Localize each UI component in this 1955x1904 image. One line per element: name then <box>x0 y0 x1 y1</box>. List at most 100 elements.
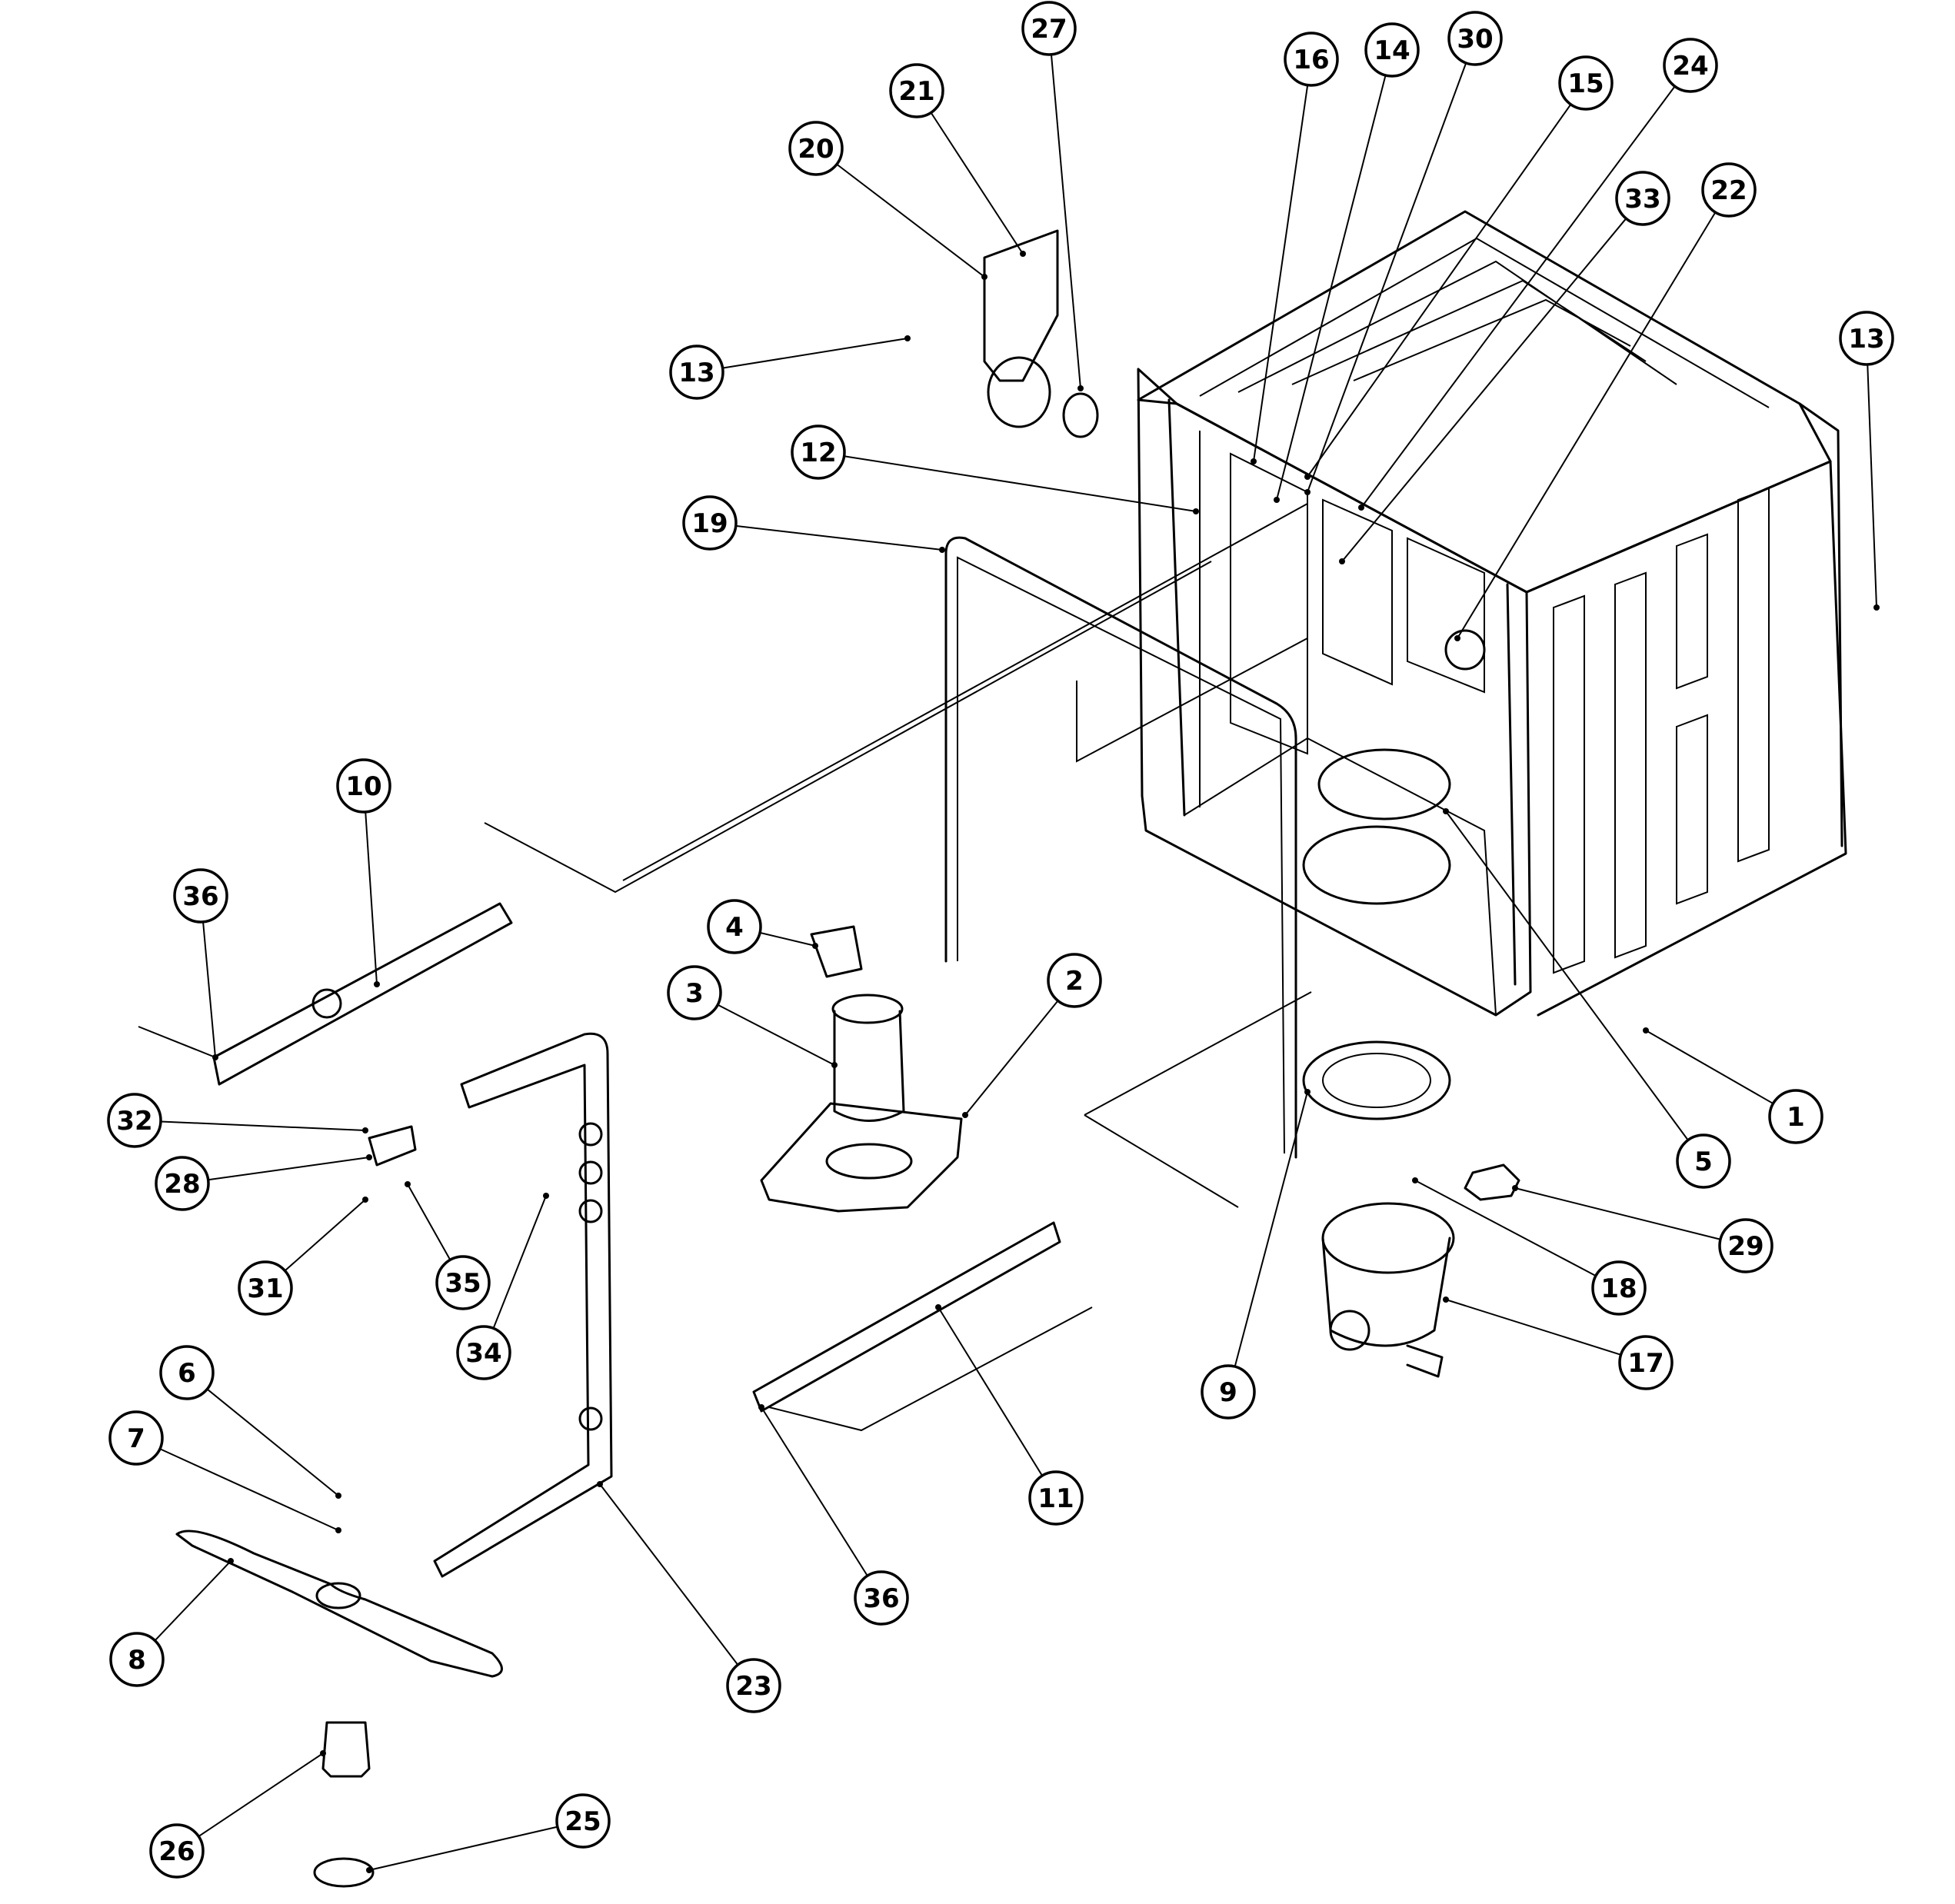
leader-line <box>1307 62 1467 493</box>
callout: 11 <box>1028 1470 1084 1526</box>
callout-number: 36 <box>182 881 218 912</box>
callout: 33 <box>1615 171 1670 226</box>
callout-number: 20 <box>798 134 834 165</box>
callout-circle <box>435 1255 491 1310</box>
leader-line <box>735 524 943 551</box>
leader-line <box>1445 1299 1621 1356</box>
callout: 24 <box>1663 38 1718 93</box>
leader-dot <box>1412 1177 1418 1183</box>
callout-number: 25 <box>565 1806 601 1837</box>
leader-line <box>492 1195 547 1329</box>
leader-line <box>1645 1030 1774 1104</box>
callout: 2 <box>1047 953 1102 1008</box>
leader-dot <box>935 1304 941 1310</box>
callout-circle <box>108 1410 164 1466</box>
callout-number: 15 <box>1567 68 1604 99</box>
leader-line <box>717 1004 835 1066</box>
leader-line <box>202 921 216 1058</box>
filter-assembly <box>760 925 963 1213</box>
callout: 30 <box>1447 11 1503 66</box>
callout-number: 17 <box>1627 1348 1664 1379</box>
callout-circle <box>1201 1364 1256 1420</box>
leader-dot <box>212 1054 218 1060</box>
callout: 10 <box>336 758 391 814</box>
callout-number: 13 <box>678 358 714 388</box>
callout: 6 <box>159 1345 215 1400</box>
callout-circle <box>682 495 738 551</box>
leader-dot <box>904 335 911 341</box>
callout-number: 14 <box>1374 35 1410 66</box>
leader-line <box>930 112 1024 255</box>
callout: 14 <box>1364 22 1420 78</box>
leader-line <box>1234 1091 1308 1367</box>
callout-circle <box>1676 1133 1731 1189</box>
callout-circle <box>336 758 391 814</box>
callout: 5 <box>1676 1133 1731 1189</box>
callout-number: 33 <box>1624 184 1660 215</box>
upper-spray-bar <box>212 902 513 1086</box>
callout-number: 32 <box>116 1106 152 1137</box>
leader-dot <box>228 1558 234 1564</box>
leader-dot <box>362 1127 368 1133</box>
leader-line <box>284 1199 366 1272</box>
callout-number: 30 <box>1457 24 1493 55</box>
leader-dot <box>366 1154 372 1160</box>
leader-dot <box>366 1867 372 1873</box>
callout-circle <box>173 868 228 924</box>
callout: 15 <box>1558 55 1614 111</box>
callouts: 1234567891011121313141516171819202122232… <box>107 1 1894 1879</box>
leader-line <box>160 1120 366 1131</box>
callout-circle <box>1615 171 1670 226</box>
leader-dot <box>812 943 818 949</box>
callout: 7 <box>108 1410 164 1466</box>
callout-circle <box>1047 953 1102 1008</box>
callout-number: 31 <box>247 1273 283 1304</box>
leader-dot <box>1512 1185 1518 1191</box>
leader-line <box>599 1483 739 1666</box>
callout: 1 <box>1768 1089 1823 1144</box>
leader-dot <box>597 1481 603 1487</box>
callout-number: 12 <box>800 438 836 468</box>
leader-lines <box>154 54 1880 1873</box>
callout-circle <box>159 1345 215 1400</box>
leader-dot <box>405 1181 411 1187</box>
leader-dot <box>1304 474 1311 480</box>
callout-number: 5 <box>1694 1147 1713 1177</box>
sump <box>1321 1202 1455 1378</box>
callout: 26 <box>149 1823 205 1879</box>
leader-line <box>1867 364 1877 608</box>
callout: 9 <box>1201 1364 1256 1420</box>
callout-circle <box>707 899 762 954</box>
callout-circle <box>669 345 724 400</box>
callout-number: 23 <box>735 1671 771 1702</box>
callout-number: 10 <box>345 771 381 802</box>
callout: 28 <box>155 1156 210 1211</box>
callout: 31 <box>238 1260 293 1316</box>
leader-line <box>206 1388 339 1496</box>
leader-dot <box>543 1193 549 1199</box>
callout-circle <box>1028 1470 1084 1526</box>
callout: 36 <box>854 1570 909 1626</box>
callout-circle <box>788 121 844 176</box>
leader-line <box>368 1826 558 1871</box>
callout: 35 <box>435 1255 491 1310</box>
leader-line <box>722 338 908 369</box>
callout-number: 16 <box>1293 45 1329 75</box>
leader-line <box>759 931 816 947</box>
callout: 36 <box>173 868 228 924</box>
callout-circle <box>555 1793 611 1849</box>
leader-dot <box>1274 497 1280 503</box>
callout-number: 29 <box>1727 1231 1763 1262</box>
conduit <box>433 1032 613 1578</box>
leader-line <box>407 1183 451 1260</box>
tub <box>1137 210 1847 1017</box>
callout-number: 24 <box>1672 51 1708 82</box>
callout-number: 4 <box>725 912 744 943</box>
leader-line <box>1307 104 1572 478</box>
callout-number: 21 <box>898 76 934 107</box>
callout-number: 34 <box>465 1338 501 1369</box>
vent-assembly <box>983 229 1099 438</box>
leader-dot <box>362 1197 368 1203</box>
leader-dot <box>1304 1089 1311 1095</box>
